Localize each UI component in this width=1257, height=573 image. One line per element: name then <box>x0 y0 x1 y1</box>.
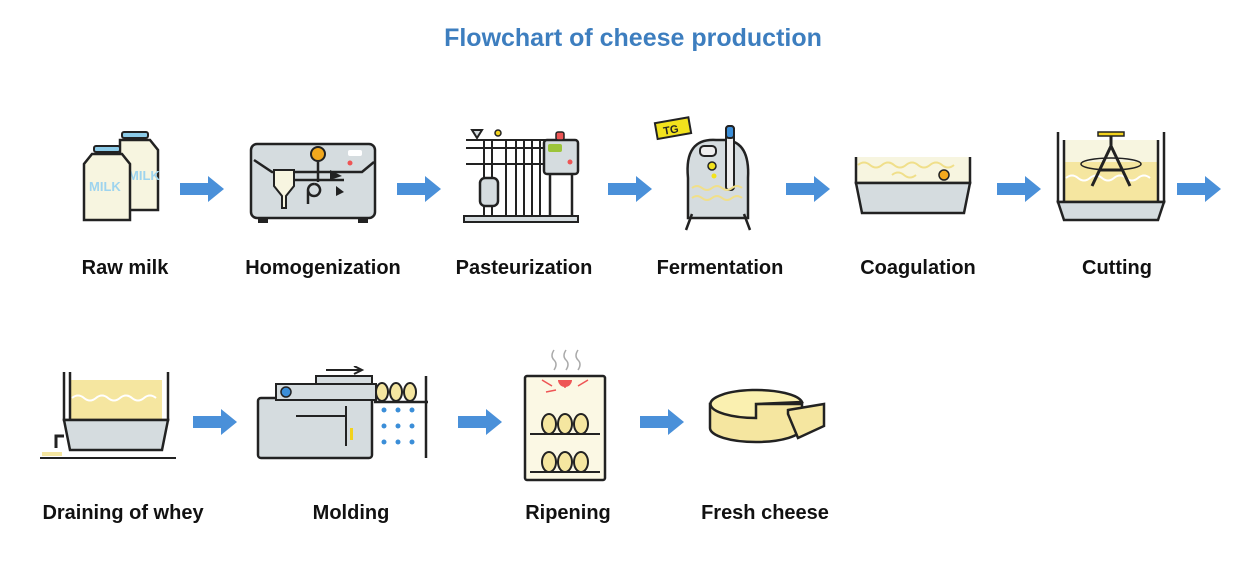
step-label-ripening: Ripening <box>525 502 611 524</box>
draining-vat-icon <box>40 372 176 459</box>
arrow-icon <box>1177 176 1221 202</box>
diagram-title: Flowchart of cheese production <box>444 24 822 52</box>
cutting-vat-icon <box>1056 131 1166 222</box>
cheese-wheel-icon <box>708 388 826 444</box>
step-label-homogenization: Homogenization <box>245 257 401 279</box>
step-label-molding: Molding <box>312 502 390 524</box>
milk-bottles-icon: MILK MILK <box>82 131 160 222</box>
arrow-icon <box>608 176 652 202</box>
arrow-icon <box>997 176 1041 202</box>
svg-text:MILK: MILK <box>128 168 160 183</box>
svg-text:TG: TG <box>662 123 679 137</box>
arrow-icon <box>193 409 237 435</box>
arrow-icon <box>640 409 684 435</box>
arrow-icon <box>786 176 830 202</box>
pasteurizer-icon <box>463 129 580 223</box>
ripening-cabinet-icon <box>523 349 607 482</box>
step-label-fresh-cheese: Fresh cheese <box>701 502 829 524</box>
step-label-coagulation: Coagulation <box>860 257 976 279</box>
homogenizer-icon <box>249 142 377 223</box>
arrow-icon <box>397 176 441 202</box>
coagulation-vat-icon <box>854 157 972 215</box>
step-label-pasteurization: Pasteurization <box>455 257 593 279</box>
step-label-cutting: Cutting <box>1082 257 1152 279</box>
step-label-draining-of-whey: Draining of whey <box>42 502 204 524</box>
svg-text:MILK: MILK <box>89 179 121 194</box>
arrow-icon <box>180 176 224 202</box>
molding-machine-icon <box>256 366 428 460</box>
step-label-raw-milk: Raw milk <box>81 257 169 279</box>
fermentation-tank-icon: TG <box>653 116 752 231</box>
step-label-fermentation: Fermentation <box>656 257 784 279</box>
arrow-icon <box>458 409 502 435</box>
